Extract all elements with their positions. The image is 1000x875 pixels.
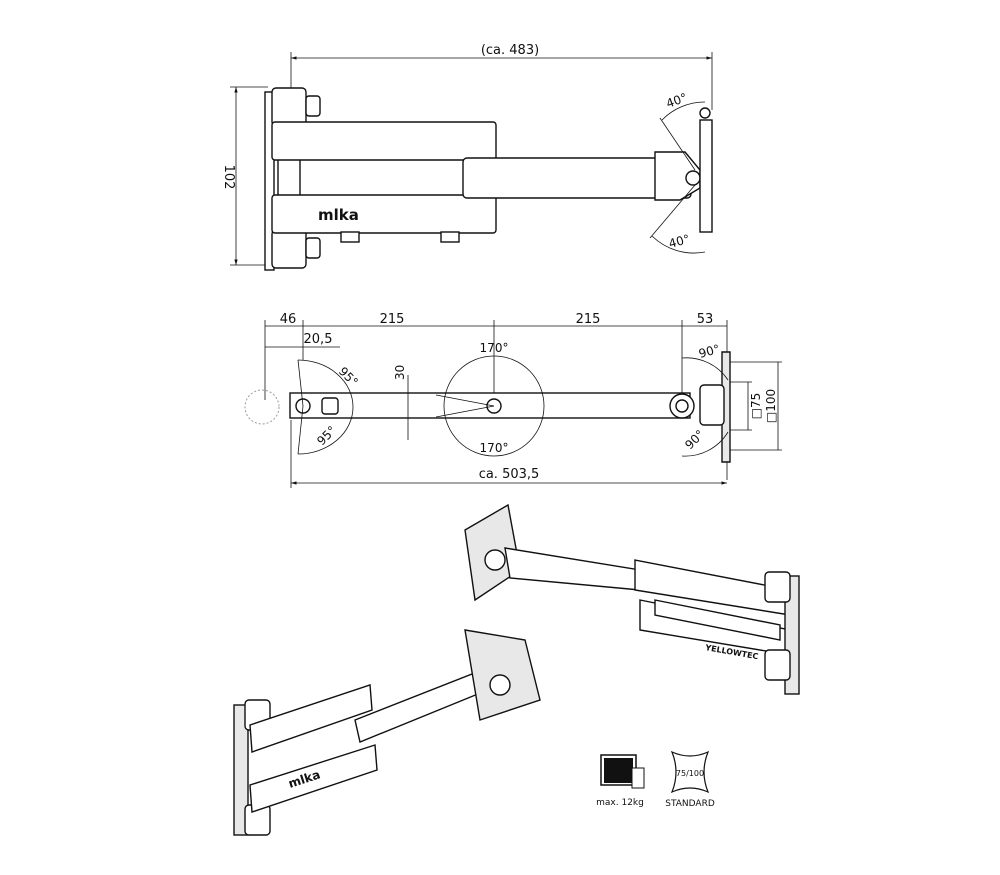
total-length-dim: ca. 503,5 <box>479 467 540 482</box>
vesa-75-dim: □75 <box>749 393 763 420</box>
tilt-down-label: 40° <box>667 232 691 251</box>
vesa-100-dim: □100 <box>764 389 778 423</box>
top-view: (ca. 483) 102 mlka 40° 40° <box>221 43 713 271</box>
side-view: 46 215 215 53 20,5 95° 95° 30 170° 170° … <box>244 312 782 488</box>
head-rotation-down: 90° <box>682 427 707 452</box>
mid-rotation-down: 170° <box>480 441 509 455</box>
vesa-standard-label: STANDARD <box>665 799 715 809</box>
tilt-up-label: 40° <box>664 90 689 110</box>
vesa-plate <box>699 119 713 233</box>
perspective-view-extended: YELLOWTEC <box>464 503 800 695</box>
dim-215-b: 215 <box>576 312 601 327</box>
width-dimension: (ca. 483) <box>481 43 539 58</box>
arm-brand-logo: mlka <box>318 206 359 224</box>
dim-offset: 20,5 <box>304 332 333 347</box>
max-load-label: max. 12kg <box>596 798 644 808</box>
wall-rotation-up: 95° <box>336 364 361 389</box>
head-rotation-up: 90° <box>697 342 721 361</box>
perspective-view-folded: mlka <box>233 629 541 836</box>
wall-plate <box>264 91 275 271</box>
lower-arm <box>271 194 497 234</box>
mid-rotation-up: 170° <box>480 341 509 355</box>
vesa-size-label: 75/100 <box>676 769 704 778</box>
upper-arm <box>271 121 497 161</box>
height-dimension: 102 <box>221 165 236 190</box>
wall-rotation-down: 95° <box>314 423 339 448</box>
dim-53: 53 <box>697 312 714 327</box>
arm-height-dim: 30 <box>393 365 407 380</box>
dim-46: 46 <box>280 312 297 327</box>
load-badge: max. 12kg <box>596 754 645 808</box>
vesa-badge: 75/100 STANDARD <box>665 750 715 809</box>
dim-215-a: 215 <box>380 312 405 327</box>
